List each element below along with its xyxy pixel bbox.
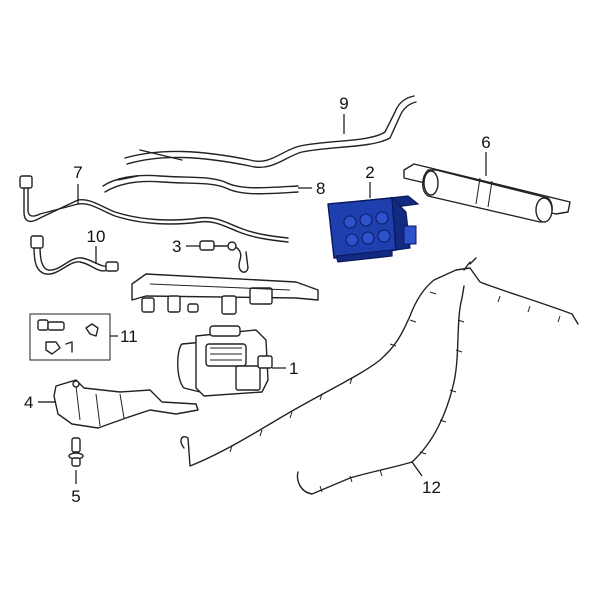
callout-6: 6 bbox=[481, 133, 490, 152]
part-9-tube[interactable] bbox=[124, 95, 417, 168]
callout-4: 4 bbox=[24, 393, 33, 412]
callout-12: 12 bbox=[422, 478, 441, 497]
callout-12-leader bbox=[411, 461, 423, 477]
part-1-compressor[interactable] bbox=[177, 325, 273, 397]
part-4-shield[interactable] bbox=[53, 379, 199, 429]
bracket-assembly bbox=[131, 273, 319, 315]
part-3-sensor[interactable] bbox=[199, 240, 249, 273]
callout-1: 1 bbox=[289, 359, 298, 378]
callout-9: 9 bbox=[339, 94, 348, 113]
part-2-valve-block[interactable] bbox=[327, 195, 420, 263]
callout-10: 10 bbox=[87, 227, 106, 246]
callout-8: 8 bbox=[316, 179, 325, 198]
part-5-pin[interactable] bbox=[68, 437, 84, 467]
part-11-clips[interactable] bbox=[29, 313, 111, 361]
part-12-harness[interactable] bbox=[180, 257, 579, 495]
callout-3: 3 bbox=[172, 237, 181, 256]
part-10-hose[interactable] bbox=[30, 235, 119, 275]
part-8-tube[interactable] bbox=[102, 174, 299, 195]
callout-2: 2 bbox=[365, 163, 374, 182]
callout-11: 11 bbox=[120, 327, 138, 346]
part-6-reservoir[interactable] bbox=[403, 163, 571, 223]
callout-5: 5 bbox=[71, 487, 80, 506]
callout-7: 7 bbox=[73, 163, 82, 182]
part-7-tube[interactable] bbox=[19, 175, 289, 243]
